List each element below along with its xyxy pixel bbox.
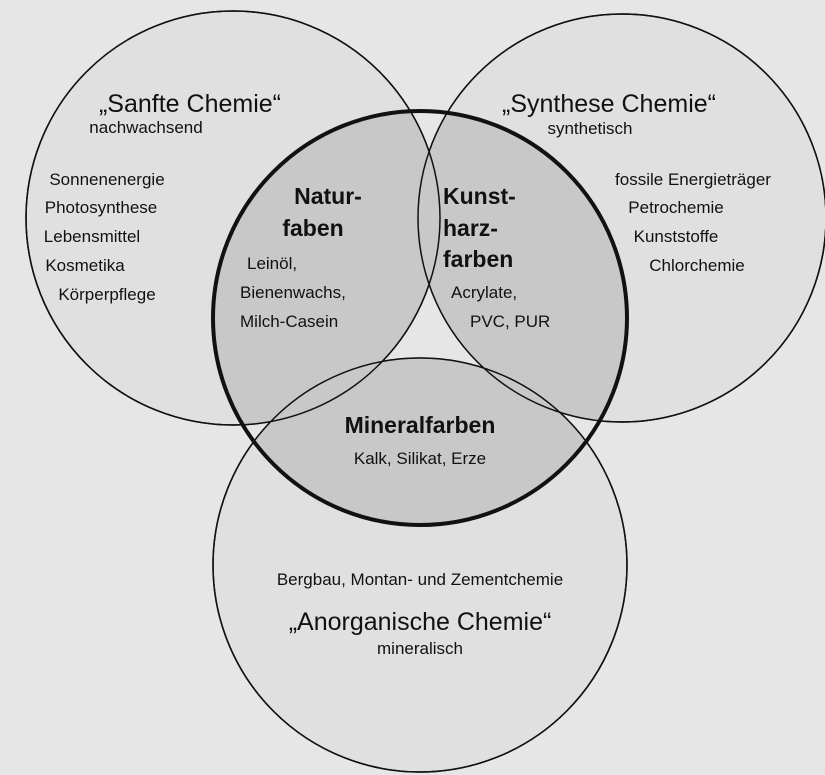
anorganisch-item-1: Bergbau, Montan- und Zementchemie: [277, 570, 563, 589]
sanfte-item-3: Lebensmittel: [44, 227, 140, 246]
kunstharzfarben-heading-line-1: Kunst-: [443, 183, 516, 209]
overlap-fill-bottom: [213, 358, 627, 525]
naturfarben-heading-line-1: Natur-: [294, 183, 362, 209]
sanfte-item-2: Photosynthese: [45, 198, 157, 217]
synthese-item-1: fossile Energieträger: [615, 170, 771, 189]
synthese-item-2: Petrochemie: [628, 198, 723, 217]
naturfarben-item-1: Leinöl,: [247, 254, 297, 273]
kunstharzfarben-item-2: PVC, PUR: [470, 312, 550, 331]
mineralfarben-item-1: Kalk, Silikat, Erze: [354, 449, 486, 468]
synthese-item-3: Kunststoffe: [634, 227, 719, 246]
synthese-chemie-title: „Synthese Chemie“: [502, 90, 716, 118]
synthese-chemie-subtitle: synthetisch: [547, 119, 632, 138]
sanfte-item-5: Körperpflege: [58, 285, 155, 304]
anorganische-chemie-subtitle: mineralisch: [377, 639, 463, 658]
sanfte-item-4: Kosmetika: [45, 256, 125, 275]
circle-outline-bottom: [212, 357, 628, 773]
mineralfarben-heading: Mineralfarben: [345, 412, 496, 438]
naturfarben-item-2: Bienenwachs,: [240, 283, 346, 302]
kunstharzfarben-heading-line-3: farben: [443, 246, 513, 272]
synthese-item-4: Chlorchemie: [649, 256, 744, 275]
anorganische-chemie-title: „Anorganische Chemie“: [289, 608, 552, 636]
sanfte-item-1: Sonnenenergie: [49, 170, 164, 189]
naturfarben-item-3: Milch-Casein: [240, 312, 338, 331]
kunstharzfarben-item-1: Acrylate,: [451, 283, 517, 302]
kunstharzfarben-heading-line-2: harz-: [443, 215, 498, 241]
sanfte-chemie-title: „Sanfte Chemie“: [99, 90, 281, 118]
circle-outline-left: [25, 10, 441, 426]
circle-outline-right: [417, 13, 825, 423]
sanfte-chemie-subtitle: nachwachsend: [89, 118, 202, 137]
naturfarben-heading-line-2: faben: [282, 215, 343, 241]
central-circle-outline: [211, 109, 629, 527]
